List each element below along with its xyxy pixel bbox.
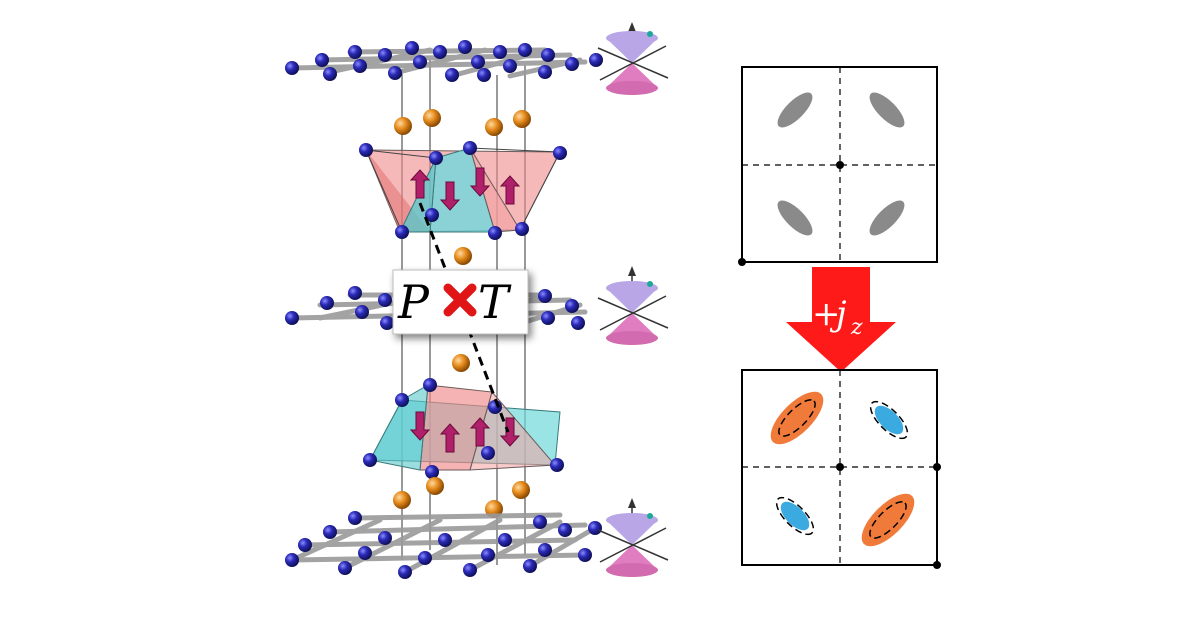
atomic-layer-bottom <box>285 511 602 579</box>
fermi-pocket-blue <box>780 501 810 531</box>
orange-atoms-upper <box>394 109 531 136</box>
fermi-pocket-blue <box>874 405 904 435</box>
current-arrow: + j z <box>786 267 896 372</box>
current-subscript: z <box>850 315 863 340</box>
orange-atoms-lower <box>393 477 530 518</box>
fermi-surface-panel-top <box>738 66 938 266</box>
fermi-pocket-orange <box>770 391 824 445</box>
spin-arrows-upper <box>409 167 521 211</box>
current-sign: + <box>812 294 841 334</box>
fermi-pocket-gray <box>869 200 905 236</box>
dirac-cone-icon-top <box>597 22 669 95</box>
tetrahedra-upper <box>359 141 567 240</box>
tetrahedra-lower <box>363 378 564 479</box>
fermi-pocket-orange <box>861 493 915 547</box>
crystal-structure: P T <box>285 22 669 579</box>
spin-arrows-lower <box>409 411 521 453</box>
orange-atom-mid-bottom <box>452 354 470 372</box>
fermi-surface-panel-bottom <box>741 369 941 569</box>
fermi-pocket-gray <box>869 92 905 128</box>
fermi-pocket-gray <box>777 92 813 128</box>
cross-icon <box>443 283 477 317</box>
p-symbol: P <box>397 275 430 329</box>
orange-atom-mid-top <box>454 247 472 265</box>
blue-atoms-top <box>285 40 603 82</box>
t-symbol: T <box>478 275 512 329</box>
atomic-layer-top <box>285 40 603 82</box>
dirac-cone-icon-middle <box>597 266 669 345</box>
fermi-pocket-gray <box>777 200 813 236</box>
dirac-cone-icon-bottom <box>597 498 669 577</box>
